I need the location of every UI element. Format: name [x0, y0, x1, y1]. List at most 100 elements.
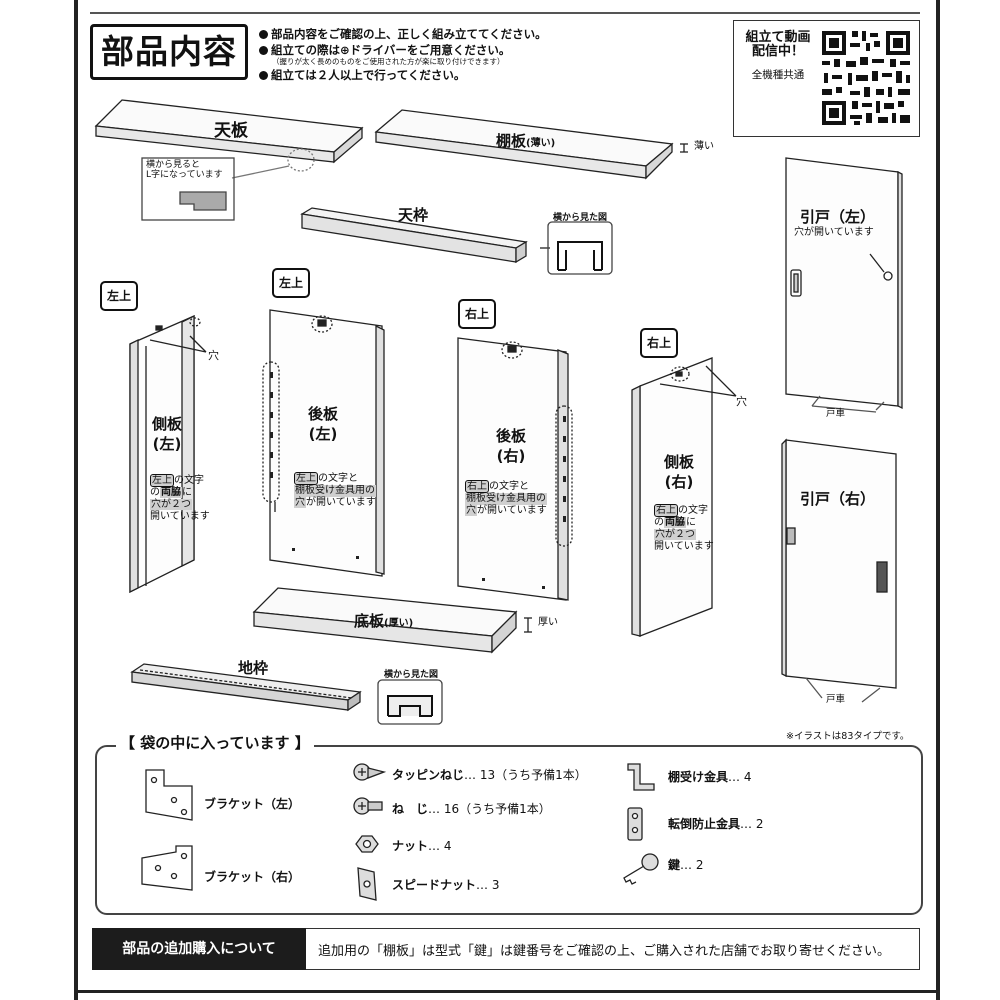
label-side-right-line2: (右) [664, 473, 694, 491]
bag-contents-title: 【 袋の中に入っています 】 [116, 732, 314, 753]
back-right-note-a: の文字と [489, 481, 529, 492]
top-frame-side-view-label: 横から見た図 [553, 213, 608, 223]
bag-item-qty: … 4 [728, 770, 752, 784]
qr-label-line2: 配信中！ [751, 44, 804, 59]
back-left-note: 左上の文字と 棚板受け金具用の 穴が開いています [294, 472, 376, 509]
shelf-support-icon [627, 763, 655, 791]
qr-box[interactable]: 組立て動画 配信中！ 全機種共通 [733, 20, 920, 137]
base-frame-side-view-label: 横から見た図 [384, 670, 439, 680]
label-shelf-sub: (薄い) [526, 138, 556, 149]
bag-item-screw: ね じ… 16（うち予備1本） [392, 800, 551, 817]
bag-item-bracket-right: ブラケット（右） [204, 868, 300, 885]
label-bottom-panel-name: 底板 [354, 612, 385, 630]
label-top-panel: 天板 [214, 121, 248, 141]
tag-right-top-1: 右上 [458, 299, 496, 329]
side-left-note-tag: 左上 [150, 474, 174, 487]
side-right-note-b-post: に [686, 517, 696, 528]
label-side-left: 側板 (左) [152, 414, 182, 454]
top-panel-note-line1: 横から見ると [146, 160, 201, 170]
label-side-left-line1: 側板 [152, 415, 183, 433]
back-right-note-b: 棚板受け金具用の [465, 493, 547, 505]
back-right-note-c-em: 穴 [465, 505, 477, 516]
bag-item-name: ブラケット（右） [204, 870, 301, 884]
bag-item-qty: … 2 [740, 817, 764, 831]
header-note-2-sub: （握りが太く長めのものをご使用された方が楽に取り付けできます） [272, 57, 505, 66]
tag-right-top-2: 右上 [640, 328, 678, 358]
screw-icon [353, 797, 383, 815]
side-right-note-d: 開いています [654, 541, 714, 552]
label-base-frame: 地枠 [238, 659, 269, 677]
bag-item-qty: … 3 [476, 878, 500, 892]
key-icon [623, 853, 659, 885]
note-3-text: 組立ては２人以上で行ってください。 [271, 68, 466, 82]
bullet-icon [259, 30, 268, 39]
side-right-note-c: 穴が２つ [654, 529, 696, 540]
bag-item-nut: ナット… 4 [392, 837, 451, 854]
top-frame-drawing [300, 207, 613, 275]
hole-label-right: 穴 [736, 395, 747, 408]
label-back-right-line1: 後板 [496, 427, 527, 445]
label-back-left: 後板 (左) [308, 404, 338, 444]
label-side-right-line1: 側板 [664, 453, 695, 471]
note-2-text: 組立ての際は⊕ドライバーをご用意ください。 [271, 43, 511, 57]
bottom-thickness-label: 厚い [538, 617, 558, 628]
bag-contents-panel [95, 745, 923, 915]
bag-item-name: スピードナット [392, 878, 477, 892]
page-title: 部品内容 [90, 24, 248, 80]
bottom-panel-drawing [252, 587, 532, 654]
side-right-note: 右上の文字 の両脇に 穴が２つ 開いています [654, 504, 714, 553]
back-right-note: 右上の文字と 棚板受け金具用の 穴が開いています [465, 480, 547, 517]
note-1-text: 部品内容をご確認の上、正しく組み立ててください。 [271, 27, 547, 41]
side-left-note-c: 穴が２つ [150, 499, 192, 510]
bag-item-name: ナット [392, 839, 429, 853]
bag-item-qty: … 13（うち予備1本） [464, 768, 587, 782]
top-panel-drawing [94, 99, 364, 221]
label-back-left-line1: 後板 [308, 405, 339, 423]
side-left-note-b-pre: の [150, 487, 160, 498]
speed-nut-icon [357, 867, 377, 901]
back-left-note-c-em: 穴 [294, 497, 306, 508]
nut-icon [355, 835, 379, 853]
bag-item-bracket-left: ブラケット（左） [204, 795, 300, 812]
hole-label-left: 穴 [208, 349, 219, 362]
bullet-icon [259, 46, 268, 55]
bag-item-name: タッピンねじ [392, 768, 465, 782]
frame-right-line [936, 0, 940, 1000]
bullet-icon [259, 71, 268, 80]
qr-caption: 全機種共通 [751, 69, 805, 81]
illustration-note: ※イラストは83タイプです。 [786, 731, 910, 742]
bag-item-qty: … 2 [680, 858, 704, 872]
header-note-2: 組立ての際は⊕ドライバーをご用意ください。 [259, 42, 510, 58]
label-shelf-name: 棚板 [496, 132, 527, 150]
back-left-note-tag: 左上 [294, 472, 318, 485]
top-panel-note: 横から見ると L字になっています [146, 160, 223, 180]
label-top-frame: 天枠 [398, 206, 429, 224]
door-right-drawing [781, 438, 897, 703]
tag-left-top-1: 左上 [100, 281, 138, 311]
side-right-drawing [631, 357, 737, 637]
label-side-right: 側板 (右) [664, 452, 694, 492]
bracket-right-icon [141, 845, 193, 891]
bag-item-shelf-support: 棚受け金具… 4 [668, 768, 751, 785]
side-left-note-b-post: に [182, 487, 192, 498]
side-left-note: 左上の文字 の両脇に 穴が２つ 開いています [150, 474, 210, 523]
bag-item-key: 鍵… 2 [668, 856, 703, 873]
back-right-drawing [457, 337, 573, 601]
bag-item-tapping-screw: タッピンねじ… 13（うち予備1本） [392, 766, 587, 783]
side-right-note-a: の文字 [678, 505, 708, 516]
frame-left-line [74, 0, 78, 1000]
door-left-drawing [785, 157, 903, 413]
side-right-note-b-em: 両脇 [664, 517, 686, 528]
door-left-wheel-label: 戸車 [826, 408, 846, 419]
side-left-note-d: 開いています [150, 511, 210, 522]
label-side-left-line2: (左) [152, 435, 182, 453]
label-door-left: 引戸（左） [800, 208, 876, 226]
qr-label-line1: 組立て動画 [745, 30, 811, 45]
back-left-note-b: 棚板受け金具用の [294, 485, 376, 497]
footer-text: 追加用の「棚板」は型式「鍵」は鍵番号をご確認の上、ご購入された店舗でお取り寄せく… [318, 944, 891, 959]
door-left-note: 穴が開いています [794, 227, 874, 238]
qr-code-icon [820, 29, 912, 127]
